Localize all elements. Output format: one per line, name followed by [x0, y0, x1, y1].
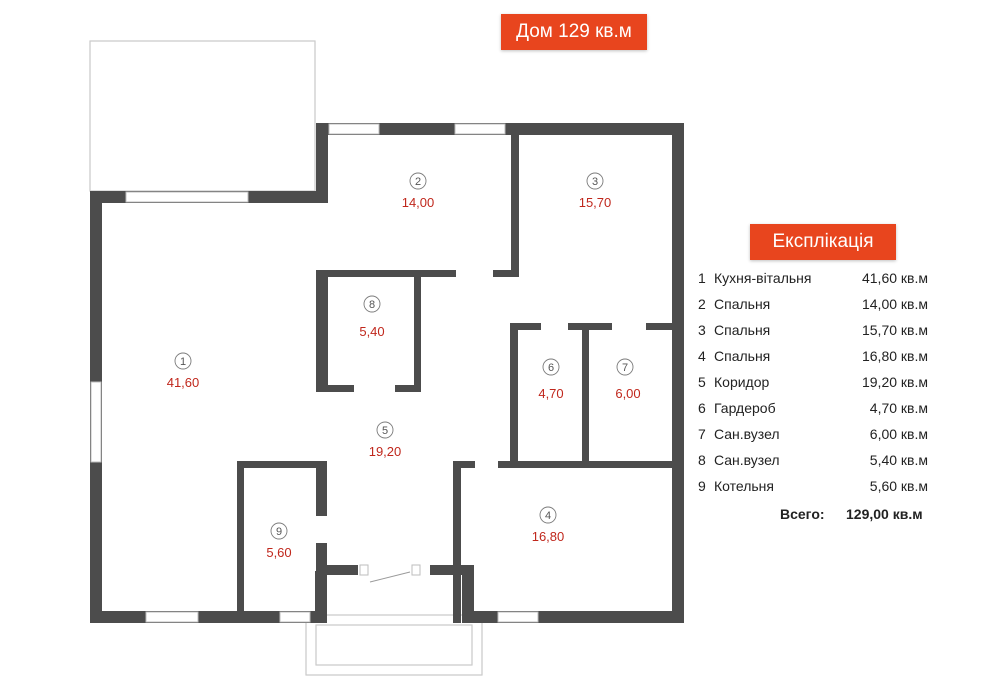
room-1-area: 41,60	[167, 375, 200, 390]
terrace-outline	[89, 40, 316, 192]
room-2-area: 14,00	[402, 195, 435, 210]
room-3-area: 15,70	[579, 195, 612, 210]
legend-room-area: 4,70 кв.м	[869, 400, 928, 416]
room-7-area: 6,00	[615, 386, 640, 401]
room-labels: 141,60 214,00 315,70 416,80 519,20 64,70…	[167, 172, 641, 560]
room-1-number: 1	[180, 356, 186, 368]
legend-room-name: Коридор	[714, 374, 770, 390]
legend-room-area: 5,40 кв.м	[869, 452, 928, 468]
title-badge: Дом 129 кв.м	[501, 14, 647, 50]
room-3-label: 315,70	[579, 172, 612, 210]
room-8-number: 8	[369, 299, 375, 311]
room-3-number: 3	[592, 176, 598, 188]
room-9-area: 5,60	[266, 545, 291, 560]
legend-num: 6	[698, 400, 706, 416]
room-2-number: 2	[415, 176, 421, 188]
room-5-area: 19,20	[369, 444, 402, 459]
legend-num: 1	[698, 270, 706, 286]
legend-num: 2	[698, 296, 706, 312]
room-7-number: 7	[622, 362, 628, 374]
room-9-label: 95,60	[266, 522, 292, 560]
room-6-label: 64,70	[538, 358, 564, 401]
room-8-area: 5,40	[359, 324, 384, 339]
legend-num: 3	[698, 322, 706, 338]
legend-num: 4	[698, 348, 706, 364]
legend-room-name: Спальня	[714, 322, 771, 338]
porch-outline	[305, 614, 483, 676]
legend-room-area: 5,60 кв.м	[869, 478, 928, 494]
legend-num: 9	[698, 478, 706, 494]
legend-row: 1 Кухня-вітальня 41,60 кв.м	[698, 270, 938, 296]
legend-room-name: Гардероб	[714, 400, 776, 416]
legend-row: 2 Спальня 14,00 кв.м	[698, 296, 938, 322]
legend-room-area: 19,20 кв.м	[861, 374, 928, 390]
legend-room-name: Котельня	[714, 478, 774, 494]
porch-inner-outline	[315, 624, 473, 666]
room-4-number: 4	[545, 510, 551, 522]
total-label: Всего:	[780, 506, 825, 522]
legend-num: 5	[698, 374, 706, 390]
room-9-number: 9	[276, 526, 282, 538]
room-6-area: 4,70	[538, 386, 563, 401]
legend-room-name: Кухня-вітальня	[714, 270, 812, 286]
room-4-label: 416,80	[532, 506, 565, 544]
total-value: 129,00 кв.м	[846, 506, 923, 522]
legend-row: 9 Котельня 5,60 кв.м	[698, 478, 938, 504]
legend-row: 7 Сан.вузел 6,00 кв.м	[698, 426, 938, 452]
legend-row: 6 Гардероб 4,70 кв.м	[698, 400, 938, 426]
legend-room-name: Спальня	[714, 348, 771, 364]
room-2-label: 214,00	[402, 172, 435, 210]
legend-room-name: Спальня	[714, 296, 771, 312]
legend-row: 3 Спальня 15,70 кв.м	[698, 322, 938, 348]
legend-room-name: Сан.вузел	[714, 452, 780, 468]
room-6-number: 6	[548, 362, 554, 374]
legend-num: 8	[698, 452, 706, 468]
legend-room-name: Сан.вузел	[714, 426, 780, 442]
room-4-area: 16,80	[532, 529, 565, 544]
legend-title: Експлікація	[750, 224, 896, 260]
legend-num: 7	[698, 426, 706, 442]
walls	[90, 123, 684, 623]
legend-room-area: 41,60 кв.м	[861, 270, 928, 286]
room-8-label: 85,40	[359, 295, 385, 339]
legend-room-area: 16,80 кв.м	[861, 348, 928, 364]
legend-row: 4 Спальня 16,80 кв.м	[698, 348, 938, 374]
room-5-number: 5	[382, 425, 388, 437]
legend-room-area: 6,00 кв.м	[869, 426, 928, 442]
legend-room-area: 15,70 кв.м	[861, 322, 928, 338]
legend-room-area: 14,00 кв.м	[861, 296, 928, 312]
room-5-label: 519,20	[369, 421, 402, 459]
legend-row: 8 Сан.вузел 5,40 кв.м	[698, 452, 938, 478]
room-7-label: 76,00	[615, 358, 641, 401]
legend-row: 5 Коридор 19,20 кв.м	[698, 374, 938, 400]
room-1-label: 141,60	[167, 352, 200, 390]
